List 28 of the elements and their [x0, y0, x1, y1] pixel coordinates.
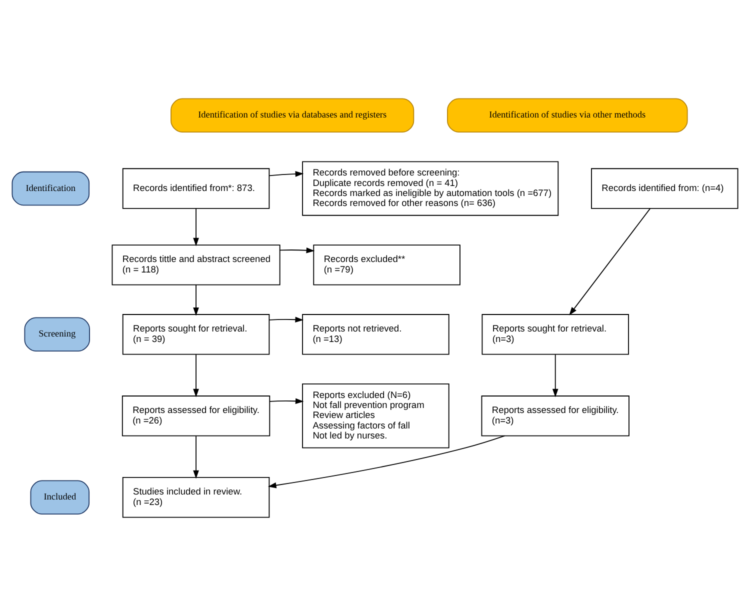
arrow [193, 208, 199, 246]
node-box: Records tittle and abstract screened (n = 118) [112, 244, 280, 285]
node-box: Records identified from: (n=4) [591, 168, 738, 208]
arrow [268, 316, 304, 322]
node-box: Reports not retrieved. (n =13) [302, 314, 450, 354]
node-box: Identification of studies via databases and registers [170, 98, 414, 132]
node-box: Reports sought for retrieval. (n=3) [482, 314, 629, 354]
node-box: Records identified from*: 873. [122, 168, 270, 208]
arrow [193, 435, 199, 478]
node-box: Included [30, 480, 90, 514]
node-box: Identification [12, 170, 90, 206]
node-box: Records removed before screening: Duplicate records removed (n = 41) Records marked as ineligible by automation tools (n =677) Records removed for other reasons (n= 636) [302, 160, 559, 216]
arrow [552, 354, 558, 397]
arrow [569, 208, 651, 315]
arrow [279, 246, 315, 253]
arrow [193, 284, 199, 316]
node-box: Records excluded** (n =79) [313, 244, 460, 285]
node-box: Studies included in review. (n =23) [122, 476, 270, 518]
node-box: Identification of studies via other methods [447, 98, 688, 132]
node-box: Reports assessed for eligibility. (n =26) [122, 395, 270, 436]
node-box: Reports assessed for eligibility. (n=3) [481, 395, 630, 436]
node-box: Reports excluded (N=6) Not fall prevention program Review articles Assessing factors of fall Not led by nurses. [302, 382, 450, 448]
node-box: Reports sought for retrieval. (n = 39) [122, 314, 270, 354]
arrow [269, 398, 304, 404]
arrow [268, 170, 304, 176]
arrow [268, 434, 506, 488]
arrow [193, 354, 199, 397]
node-box: Screening [24, 316, 90, 352]
